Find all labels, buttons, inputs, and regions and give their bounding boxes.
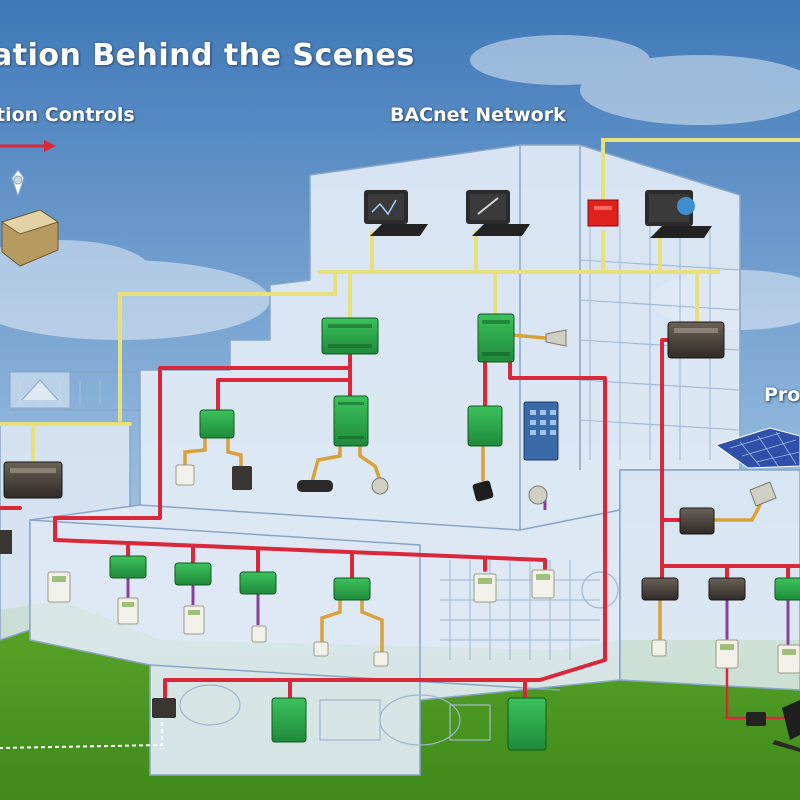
main-building [29,144,800,776]
workstation-tools-icon [466,190,530,236]
purple-wiring [126,490,790,645]
section-label-right: Pro [764,384,800,406]
valve-actuator-icon [371,329,777,507]
thermostat-displays [52,574,796,655]
gateway-box-solar [679,507,715,535]
sensor-wiring [183,333,762,654]
io-modules-row [109,555,371,601]
dashed-cable [0,715,163,749]
controller-top-right [477,313,515,363]
gateway-box-right [667,321,725,359]
basement-controllers [152,697,547,751]
controller-small-2 [467,405,503,447]
io-modules-right [641,577,800,601]
mechanical-room [179,571,619,746]
controller-tall-1 [333,395,369,447]
controller-top-left [321,317,379,355]
bacnet-bus [0,138,800,464]
gateway-box-left [3,461,63,499]
occupancy-sensor-icon [232,466,494,502]
fan-icon [11,169,25,198]
rooftop-unit-icon [0,209,60,267]
section-label-controls: tion Controls [0,104,135,126]
solar-panel-icon [714,427,800,469]
workstation-globe-icon [645,190,712,238]
keypad-icon [523,401,559,461]
section-label-bacnet: BACnet Network [390,104,566,126]
workstation-graph-icon [364,190,428,236]
laptop-icon [746,700,800,752]
meter-left-edge [0,530,12,554]
laptop-cable [725,662,790,720]
field-bus [0,338,800,702]
controller-small-1 [199,409,235,439]
arrow-right-icon [0,140,56,152]
window-grid-lower [440,560,600,660]
router-icon [587,199,619,227]
page-title: ation Behind the Scenes [0,38,415,73]
left-roof-equipment [9,371,71,409]
